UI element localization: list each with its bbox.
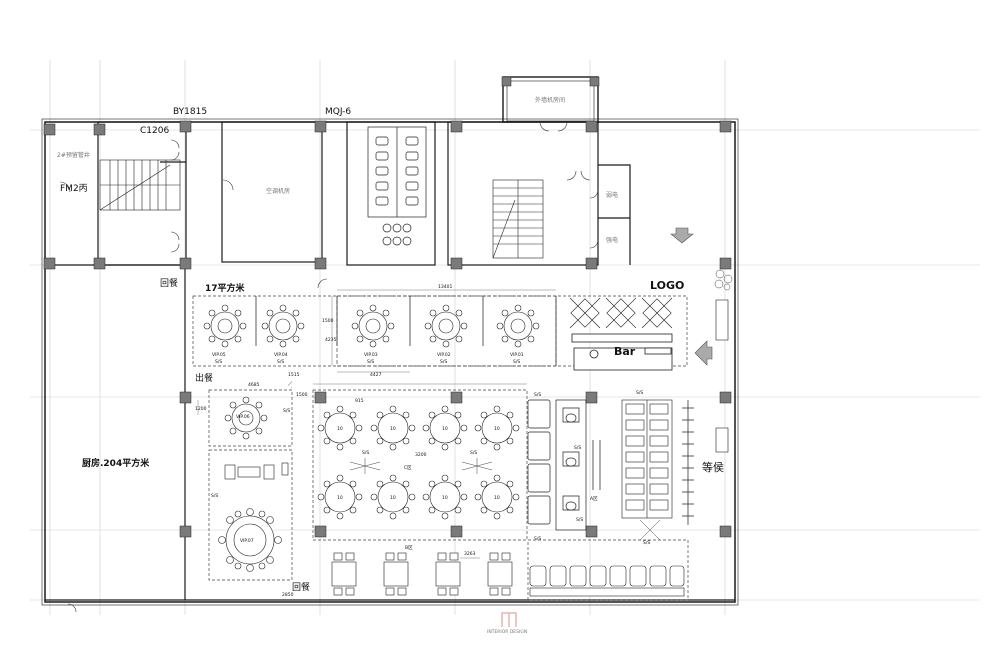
vip-02-tag: S/S [440, 359, 447, 365]
strong-elec-label: 强电 [606, 236, 618, 244]
dim-3200: 3200 [415, 452, 427, 458]
vip-table-02 [424, 304, 468, 348]
ss-tag-1: S/S [534, 392, 541, 398]
stair-left [99, 159, 181, 211]
vip-03-label: VIP.03 [364, 352, 378, 358]
zone-b-tables [331, 552, 513, 596]
dim-915: 915 [355, 398, 364, 404]
vip-03-tag: S/S [367, 359, 374, 365]
dim-1200: 1200 [195, 406, 207, 412]
table-number: 10 [390, 426, 396, 432]
vip-table-04 [261, 304, 305, 348]
dim-4685: 4685 [248, 382, 260, 388]
zone-b-label: B区 [405, 545, 413, 551]
doors [59, 121, 599, 613]
structural-columns [43, 76, 732, 538]
partition-slats [592, 400, 694, 525]
table-number: 10 [494, 426, 500, 432]
stair-right [492, 179, 544, 259]
vip-05-label: VIP.05 [212, 352, 226, 358]
table-number: 10 [494, 495, 500, 501]
ss-tag-5: S/S [574, 445, 581, 451]
vip-02-label: VIP.02 [437, 352, 451, 358]
watermark-logo [501, 612, 517, 627]
dim-3263: 3263 [464, 551, 476, 557]
dim-13401: 13401 [438, 284, 452, 290]
partitions [255, 296, 557, 366]
table-number: 10 [337, 426, 343, 432]
plant-icon [714, 269, 733, 291]
vip-table-01 [496, 304, 540, 348]
serve-out-label: 出餐 [195, 372, 213, 384]
dim-1500b: 1500 [296, 392, 308, 398]
bar-label: Bar [614, 345, 636, 358]
table-number: 10 [337, 495, 343, 501]
vip-07-label: VIP.07 [240, 538, 254, 544]
elevator-room-label: 外墙机房间 [535, 96, 565, 104]
ac-room-label: 空调机房 [266, 187, 290, 195]
bar-area-tables [569, 297, 673, 329]
vip-05-tag: S/S [215, 359, 222, 365]
hatch-mark [288, 380, 292, 388]
ss-tag-4: S/S [470, 450, 477, 456]
table-number: 10 [442, 495, 448, 501]
fire-door-label: FM2丙 [60, 183, 88, 194]
vip-table-07 [218, 508, 282, 572]
dim-1515: 1515 [288, 372, 300, 378]
zone-c-label: C区 [404, 465, 412, 471]
sofa-seating [529, 565, 685, 597]
restroom-stalls [367, 126, 427, 266]
dim-2850: 2850 [282, 592, 294, 598]
vip-01-label: VIP.01 [510, 352, 524, 358]
weak-elec-label: 弱电 [606, 191, 618, 199]
pipe-well-label: 2#预留管井 [57, 151, 90, 159]
area-17-label: 17平方米 [205, 282, 246, 294]
hall-round-tables [317, 405, 520, 520]
table-number: 10 [390, 495, 396, 501]
vip-table-05 [203, 304, 247, 348]
vip-table-03 [351, 304, 395, 348]
bar-counter [571, 333, 673, 371]
arrow-icon [670, 227, 713, 366]
vip-04-tag: S/S [277, 359, 284, 365]
vip07-lounge [224, 462, 289, 480]
vip-06-label: VIP.06 [236, 414, 250, 420]
dim-4427: 4427 [370, 372, 382, 378]
booth-seating [527, 399, 587, 531]
dim-1500a: 1500 [322, 318, 334, 324]
vip-01-tag: S/S [513, 359, 520, 365]
grid-label-by1815: BY1815 [173, 107, 207, 117]
vip-06-tag: S/S [283, 408, 290, 414]
table-number: 10 [442, 426, 448, 432]
window-label-c1206: C1206 [140, 126, 169, 136]
grid-label-mqj6: MQJ-6 [325, 107, 351, 117]
ss-tag-3: S/S [362, 450, 369, 456]
zone-a-label: A区 [590, 496, 598, 502]
logo-label: LOGO [650, 279, 684, 292]
vip-tables [203, 304, 540, 572]
vip-table-06 [224, 396, 268, 440]
text-layer: BY1815 MQJ-6 C1206 2#预留管井 FM2丙 空调机房 外墙机房… [57, 96, 724, 635]
ss-tag-7: S/S [643, 540, 650, 546]
ss-tag-8: S/S [576, 517, 583, 523]
kitchen-label: 厨房.204平方米 [82, 457, 150, 469]
vip-07-tag: S/S [211, 493, 218, 499]
watermark-text: INTERIOR DESIGN [487, 629, 527, 635]
ceiling-fixtures [349, 458, 661, 541]
ss-tag-2: S/S [636, 390, 643, 396]
dimension-lines [197, 289, 556, 559]
waiting-label: 等侯 [702, 460, 724, 474]
dim-4235: 4235 [325, 337, 337, 343]
return-dining-top-label: 回餐 [160, 277, 178, 289]
waiting-tables [621, 299, 729, 519]
return-dining-bottom-label: 回餐 [292, 581, 310, 593]
vip-04-label: VIP.04 [274, 352, 288, 358]
ss-tag-6: S/S [534, 536, 541, 542]
